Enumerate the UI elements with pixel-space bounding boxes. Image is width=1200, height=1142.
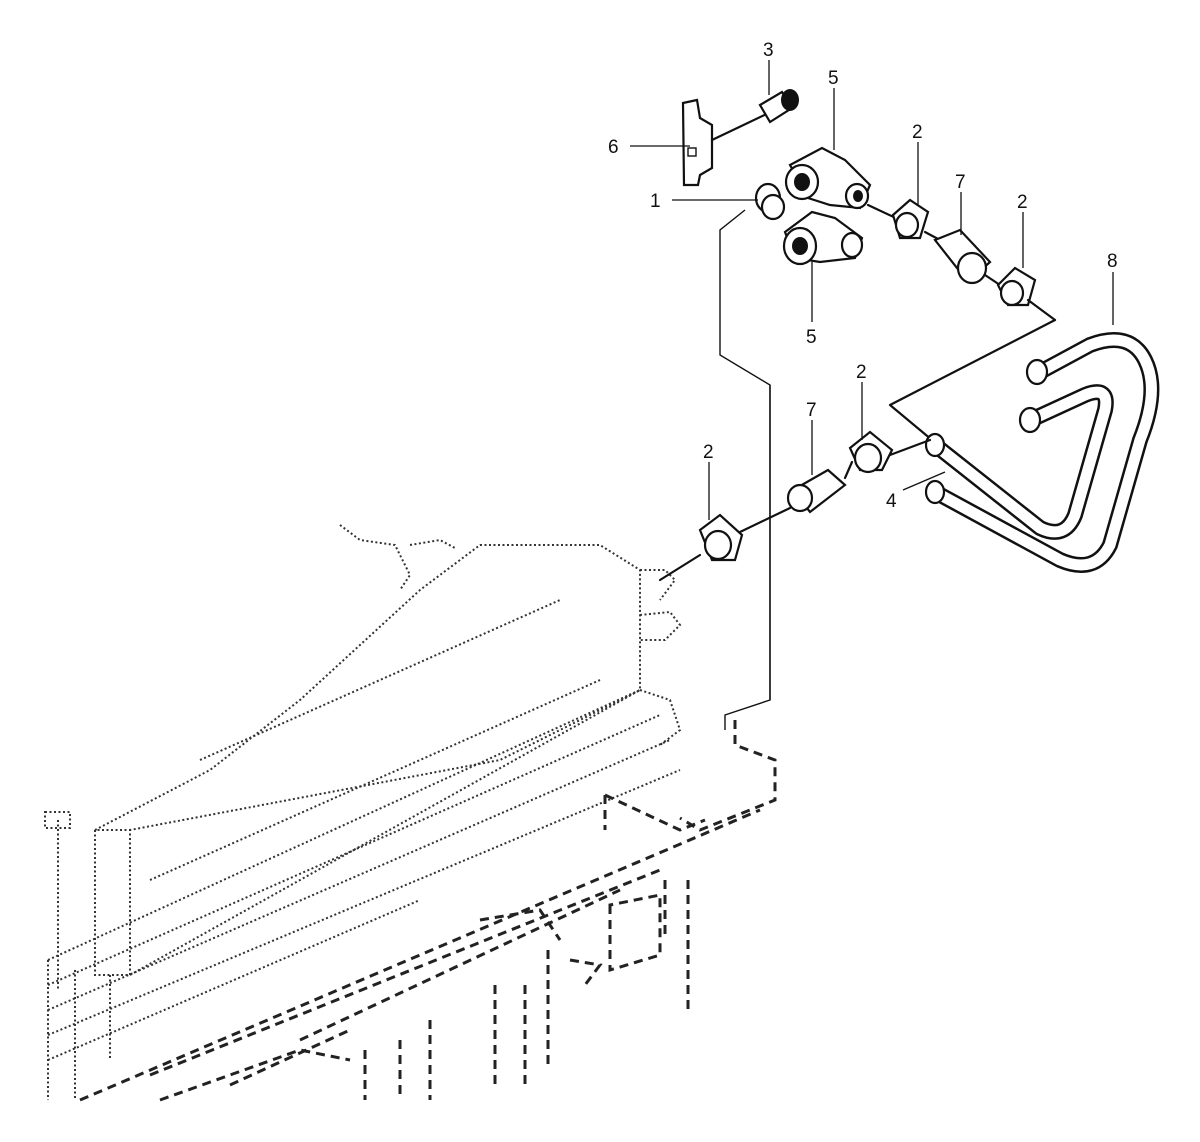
elbow-fitting-lower	[782, 210, 864, 266]
sleeve-part	[754, 182, 786, 221]
tube-loop	[888, 318, 1160, 573]
lower-hose-line	[658, 430, 932, 582]
callout-6: 6	[608, 137, 619, 158]
leader-lines	[630, 60, 1114, 520]
elbow-fitting-upper	[784, 146, 872, 210]
callout-7-upper: 7	[955, 172, 966, 193]
mounting-plate-outline	[719, 209, 771, 730]
callout-8: 8	[1107, 251, 1118, 272]
callout-7-lower: 7	[806, 400, 817, 421]
engine-frame	[79, 720, 777, 1102]
callout-5-upper: 5	[828, 68, 839, 89]
callout-2-c: 2	[856, 362, 867, 383]
upper-hose-line	[866, 198, 1057, 322]
callouts: 3 5 6 1 2 7 2 8 5 2 7 2 4	[608, 40, 1118, 512]
callout-5-lower: 5	[806, 327, 817, 348]
callout-3: 3	[763, 40, 774, 61]
radiator-assembly	[44, 524, 682, 1100]
callout-2-d: 2	[703, 442, 714, 463]
callout-2-a: 2	[912, 122, 923, 143]
callout-1: 1	[650, 191, 661, 212]
screw-part	[710, 89, 799, 142]
clip-part	[681, 98, 714, 187]
callout-2-b: 2	[1017, 192, 1028, 213]
callout-4: 4	[886, 491, 897, 512]
